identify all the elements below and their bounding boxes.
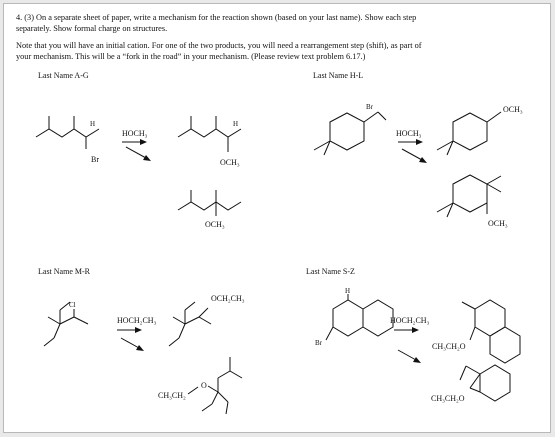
- sz-reactant-h-label: H: [345, 287, 350, 295]
- problem-line-1: 4. (3) On a separate sheet of paper, wri…: [16, 13, 417, 22]
- ag-product-1-h-label: H: [233, 120, 238, 128]
- mr-arrow-1: [117, 327, 142, 333]
- sz-product-2-ch3ch2o-label: CH₃CH₂O: [431, 394, 465, 403]
- note-line-1: Note that you will have an initial catio…: [16, 41, 422, 50]
- mr-reagent-label: HOCH₂CH₃: [117, 316, 157, 325]
- section-header-sz: Last Name S-Z: [306, 267, 355, 276]
- worksheet: 4. (3) On a separate sheet of paper, wri…: [3, 3, 551, 433]
- hl-arrow-2: [401, 148, 427, 163]
- hl-product-1: OCH₃: [436, 105, 523, 156]
- mr-product-2-ch3ch2-label: CH₃CH₂: [158, 391, 186, 400]
- mechanism-diagrams: H Br HOCH₃ H OCH₃ OCH₃: [35, 103, 523, 415]
- ag-reagent-label: HOCH₃: [122, 129, 148, 138]
- hl-product-2-och3-label: OCH₃: [488, 219, 508, 228]
- mr-reactant-cl-label: Cl: [69, 301, 76, 309]
- hl-reagent-label: HOCH₃: [396, 129, 422, 138]
- mr-arrow-2: [120, 337, 144, 351]
- hl-reactant-br-label: Br: [366, 103, 374, 111]
- section-header-ag: Last Name A-G: [38, 71, 89, 80]
- hl-reactant: Br: [313, 103, 387, 156]
- sz-product-1-ch3ch2o-label: CH₃CH₂O: [432, 342, 466, 351]
- ag-product-1: H OCH₃: [177, 116, 242, 167]
- mr-product-2: CH₃CH₂ O: [158, 357, 243, 415]
- ag-arrow-1: [122, 139, 147, 145]
- problem-line-2: separately. Show formal charge on struct…: [16, 24, 168, 33]
- sz-reagent-label: HOCH₂CH₃: [390, 316, 430, 325]
- sz-product-1: CH₃CH₂O: [432, 299, 521, 364]
- sz-arrow-2: [397, 349, 421, 363]
- hl-product-2: OCH₃: [436, 174, 508, 228]
- ag-arrow-2: [125, 146, 151, 161]
- sz-arrow-1: [394, 327, 419, 333]
- note-line-2: your mechanism. This will be a “fork in …: [16, 52, 366, 61]
- mr-reactant: Cl: [43, 301, 89, 347]
- hl-product-1-och3-label: OCH₃: [503, 105, 523, 114]
- section-header-hl: Last Name H-L: [313, 71, 364, 80]
- section-header-mr: Last Name M-R: [38, 267, 90, 276]
- mr-product-2-o-label: O: [201, 381, 207, 390]
- hl-arrow-1: [398, 139, 423, 145]
- mr-product-1-och2ch3-label: OCH₂CH₃: [211, 294, 245, 303]
- ag-reactant: H Br: [35, 116, 99, 164]
- ag-reactant-br-label: Br: [91, 155, 99, 164]
- ag-product-2-och3-label: OCH₃: [205, 220, 225, 229]
- mr-product-1: OCH₂CH₃: [168, 294, 245, 347]
- ag-product-2: OCH₃: [177, 190, 242, 229]
- ag-reactant-h-label: H: [90, 120, 95, 128]
- sz-reactant: H Br: [315, 287, 394, 347]
- sz-reactant-br-label: Br: [315, 339, 323, 347]
- sz-product-2: CH₃CH₂O: [431, 364, 511, 403]
- ag-product-1-och3-label: OCH₃: [220, 158, 240, 167]
